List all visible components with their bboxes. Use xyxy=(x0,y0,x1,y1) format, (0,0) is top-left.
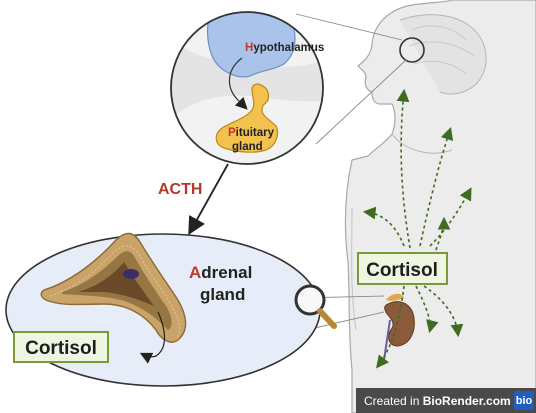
adrenal-medulla-vein xyxy=(123,269,139,279)
hypothalamus-label: Hypothalamus xyxy=(245,42,324,54)
watermark-brand: BioRender.com xyxy=(422,393,511,408)
acth-arrow xyxy=(188,163,229,236)
brain-focus-circle xyxy=(399,37,425,63)
acth-label: ACTH xyxy=(158,181,202,198)
pituitary-label-line1: Pituitary xyxy=(228,127,275,139)
cortisol-gland-label: Cortisol xyxy=(25,338,97,359)
cortisol-body-label: Cortisol xyxy=(366,260,438,281)
adrenal-label-line2: gland xyxy=(200,285,245,304)
magnifying-glass-icon xyxy=(294,284,337,329)
cortisol-gland-badge: Cortisol xyxy=(13,331,109,363)
adrenal-label-line1: Adrenal xyxy=(189,263,252,282)
adrenal-gland-illustration xyxy=(40,232,187,364)
pituitary-label-line2: gland xyxy=(232,141,263,153)
cortisol-distribution-arrows xyxy=(362,88,472,369)
biorender-watermark[interactable]: Created in BioRender.com bio xyxy=(356,388,536,413)
watermark-prefix: Created in xyxy=(364,393,423,408)
hypothalamus-pituitary-zoom xyxy=(170,11,324,165)
human-body-silhouette xyxy=(344,0,536,413)
watermark-text: Created in BioRender.com xyxy=(356,394,511,408)
kidney-icon xyxy=(383,293,415,361)
biorender-logo-icon: bio xyxy=(514,391,534,410)
cortisol-body-badge: Cortisol xyxy=(357,252,448,285)
